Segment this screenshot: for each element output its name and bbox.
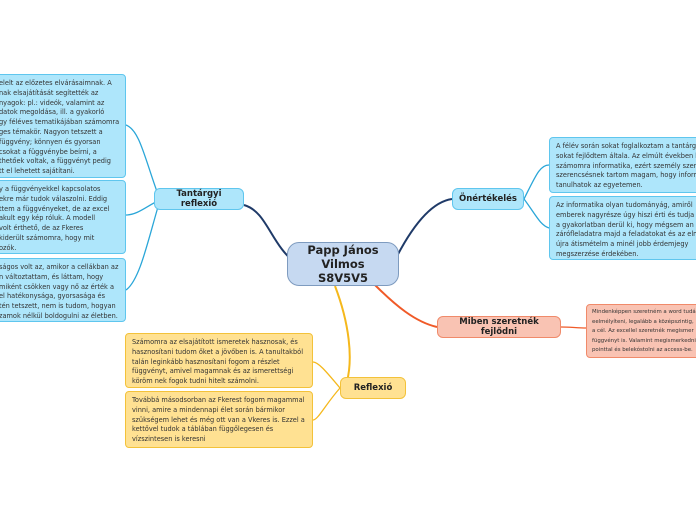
text-line: A félév során sokat foglalkoztam a tantá…: [556, 142, 696, 150]
topic-label: Tantárgyi reflexió: [176, 189, 222, 209]
text-line: Az informatika olyan tudományág, amiről: [556, 201, 693, 209]
topic-onertekeles[interactable]: Önértékelés: [452, 188, 524, 210]
text-line: ttem a függvényeket, de az excel: [0, 204, 110, 213]
text-line: y a függvényekkel kapcsolatos: [0, 185, 101, 193]
text-line: függvényt is. Valamint megismerkedni: [592, 337, 696, 344]
text-line: szükségem lehet és még ott van a Vkeres …: [132, 415, 305, 424]
topic-label: Reflexió: [353, 383, 393, 393]
topic-tantargyi-reflexio[interactable]: Tantárgyi reflexió: [154, 188, 244, 210]
link-tantargyi-sub3: [125, 199, 161, 291]
subtopic-reflexio-2[interactable]: Továbbá másodsorban az Fkerest fogom mag…: [125, 391, 313, 448]
text-line: köröm nek fogok tudni hitelt számolni.: [132, 377, 259, 386]
text-line: ges témakör. Nagyon tetszett a: [0, 127, 103, 136]
topic-miben-szeretnek-fejlodni[interactable]: Miben szeretnék fejlődni: [437, 316, 561, 338]
text-line: nyagok: pl.: videók, valamint az: [0, 98, 105, 107]
text-line: kiderült számomra, hogy mit: [0, 233, 95, 242]
text-line: nak elsajátítását segítették az: [0, 88, 99, 97]
text-line: tén tetszett, nem is tudom, hogyan: [0, 302, 116, 311]
topic-reflexio[interactable]: Reflexió: [340, 377, 406, 399]
text-line: csokat a függvénybe beírni, a: [0, 147, 97, 156]
text-line: volt érthető, de az Fkeres: [0, 224, 84, 233]
text-line: miként csökken vagy nő az érték a: [0, 282, 114, 291]
link-fejlodni-sub1: [560, 326, 587, 329]
text-line: elelt az előzetes elvárásaimnak. A: [0, 79, 112, 87]
text-line: el hatékonysága, gyorsasága és: [0, 292, 106, 301]
text-line: tt el lehetett sajátítani.: [0, 167, 75, 176]
link-central-fejlodni: [374, 284, 438, 328]
text-line: záróﬂeladatra majd a feladatokat és az e…: [556, 230, 696, 239]
text-line: Továbbá másodsorban az Fkerest fogom mag…: [132, 396, 305, 404]
text-line: újra átismételm a minél jobb érdemjegy: [556, 240, 689, 249]
text-line: ozók.: [0, 243, 17, 252]
text-line: szerencsésnek tartom magam, hogy inform: [556, 171, 696, 180]
text-line: vinni, amire a mindennapi élet során bár…: [132, 405, 285, 414]
text-line: pointtal és belekóstolni az access-be.: [592, 347, 693, 354]
text-line: emberek nagyrésze úgy hiszi érti és tudj…: [556, 210, 695, 219]
link-onertekeles-sub2: [523, 198, 550, 229]
text-line: függvényt, amivel magamnak és az ismeret…: [132, 367, 294, 376]
text-line: hasznosítani tudom őket a jövőben is. A …: [132, 347, 304, 356]
text-line: a cél. Az excellel szeretnék megismer: [592, 328, 694, 335]
central-title: Papp János Vilmos: [307, 243, 379, 271]
text-line: datok megoldása, ill. a gyakorló: [0, 108, 105, 117]
central-topic[interactable]: Papp János Vilmos S8V5V5: [287, 242, 399, 286]
text-line: n változtattam, és láttam, hogy: [0, 272, 104, 281]
text-line: thetőek voltak, a függvényt pedig: [0, 157, 111, 166]
text-line: akult egy kép róluk. A modell: [0, 214, 96, 223]
central-code: S8V5V5: [317, 271, 369, 285]
link-central-reflexio: [334, 285, 351, 389]
link-reflexio-sub1: [312, 361, 341, 389]
text-line: talán leginkább hasznosítani fogom a rés…: [132, 357, 280, 366]
subtopic-onertekeles-2[interactable]: Az informatika olyan tudományág, amiről …: [549, 196, 696, 260]
link-reflexio-sub2: [312, 387, 341, 421]
text-line: vízszintesen is keresni: [132, 435, 206, 444]
text-line: ekre már tudok válaszolni. Eddig: [0, 194, 108, 203]
link-central-onertekeles: [393, 198, 453, 263]
subtopic-tantargyi-3[interactable]: ságos volt az, amikor a cellákban az n v…: [0, 258, 126, 322]
text-line: Mindenképpen szeretném a word tudá: [592, 309, 696, 315]
subtopic-tantargyi-1[interactable]: elelt az előzetes elvárásaimnak. A nak e…: [0, 74, 126, 178]
topic-label: Önértékelés: [459, 194, 517, 204]
subtopic-onertekeles-1[interactable]: A félév során sokat foglalkoztam a tantá…: [549, 137, 696, 193]
topic-label: Miben szeretnék fejlődni: [459, 317, 539, 337]
text-line: kettővel tudok a táblában függőlegesen é…: [132, 425, 274, 434]
text-line: függvény; könnyen és gyorsan: [0, 137, 101, 146]
text-line: megszerzése érdekében.: [556, 249, 639, 258]
text-line: Számomra az elsajátított ismeretek haszn…: [132, 338, 298, 346]
text-line: tanulhatok az egyetemen.: [556, 181, 643, 190]
text-line: ságos volt az, amikor a cellákban az: [0, 263, 119, 271]
subtopic-fejlodni-1[interactable]: Mindenképpen szeretném a word tudá eelmé…: [586, 304, 696, 358]
subtopic-tantargyi-2[interactable]: y a függvényekkel kapcsolatos ekre már t…: [0, 180, 126, 254]
subtopic-reflexio-1[interactable]: Számomra az elsajátított ismeretek haszn…: [125, 333, 313, 388]
link-onertekeles-sub1: [523, 164, 550, 200]
text-line: a gyakorlatban derül ki, hogy mégsem an: [556, 220, 694, 229]
text-line: sokat fejlődtem általa. Az elmúlt évekbe…: [556, 151, 696, 160]
text-line: számomra informatika, ezért személy szer: [556, 161, 696, 170]
text-line: eelmélyíteni, legalább a középszintig,: [592, 318, 694, 325]
text-line: gy féléves tematikájában számomra: [0, 118, 120, 127]
text-line: zamok nélkül boldogulni az életben.: [0, 311, 118, 320]
